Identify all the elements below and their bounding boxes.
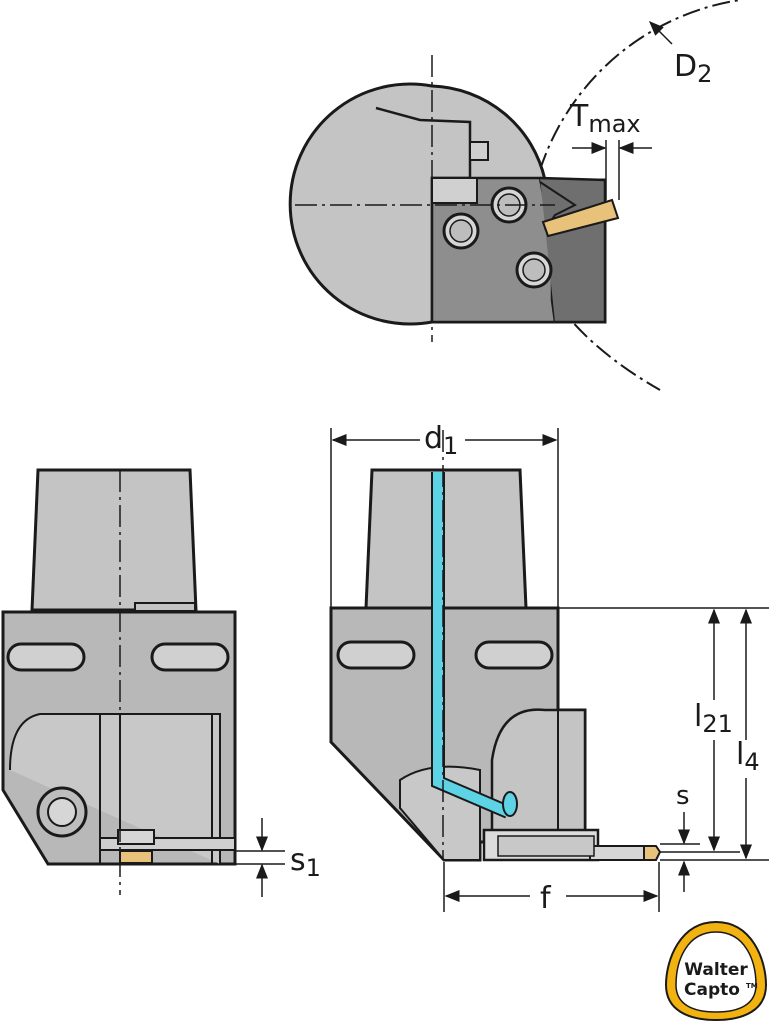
front-insert [643, 845, 662, 861]
top-clamp-step [431, 177, 478, 204]
left-view: s1 [1, 468, 321, 897]
logo-inner [675, 931, 757, 1013]
d2-label: D2 [674, 49, 712, 88]
left-shank-step [134, 602, 196, 612]
logo-line1: Walter [684, 960, 748, 980]
logo-tm: TM [746, 982, 758, 990]
left-lower-pocket [9, 713, 221, 864]
front-view: d1 l21 l4 s f [329, 421, 769, 916]
front-shank [364, 468, 528, 610]
top-pin [469, 141, 489, 161]
l21-label: l21 [694, 699, 733, 738]
coolant-outlet [502, 791, 518, 817]
left-coolant-screw-inner [47, 797, 77, 827]
left-slot-1 [6, 642, 86, 672]
front-slot-2 [474, 640, 554, 670]
top-view: D2 Tmax [288, 0, 741, 391]
top-screw-1-inner [449, 219, 473, 243]
left-slot-2 [150, 642, 230, 672]
d1-label: d1 [424, 421, 458, 460]
tmax-label: Tmax [569, 99, 641, 138]
coolant-channel [433, 472, 510, 817]
d2-leader [648, 20, 673, 45]
front-blade-tip [589, 845, 649, 861]
s1-label: s1 [290, 843, 321, 882]
left-clamp [117, 829, 155, 845]
top-insert [541, 198, 620, 238]
front-slot-1 [336, 640, 416, 670]
top-screw-3-inner [522, 258, 546, 282]
logo-line2: Capto [684, 980, 740, 1000]
left-insert [119, 850, 153, 864]
f-label: f [540, 881, 552, 916]
front-blade-block [490, 708, 587, 844]
walter-capto-logo: Walter Capto TM [664, 920, 768, 1022]
l4-label: l4 [736, 737, 760, 776]
s-label: s [676, 781, 690, 811]
d2-arc-upper [539, 0, 741, 171]
front-blade-recess [497, 835, 595, 857]
left-shank [30, 468, 198, 612]
